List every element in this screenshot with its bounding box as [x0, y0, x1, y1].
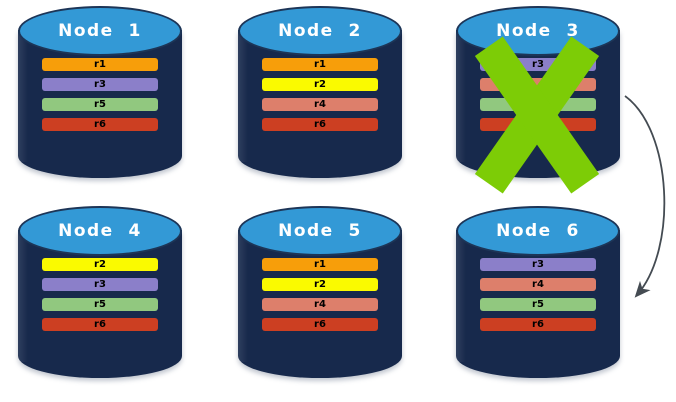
replica-bar[interactable]: r6 [42, 318, 158, 331]
cylinder-top-ellipse [18, 6, 182, 56]
node-title: Node 6 [496, 221, 580, 241]
cylinder-top-ellipse [18, 206, 182, 256]
replica-bar[interactable]: r2 [42, 258, 158, 271]
cylinder-top-ellipse [456, 206, 620, 256]
cylinder-top-ellipse [238, 6, 402, 56]
replica-bar[interactable]: r3 [42, 278, 158, 291]
replica-bar[interactable]: r6 [42, 118, 158, 131]
node-title: Node 3 [496, 21, 580, 41]
replica-bar[interactable]: r1 [262, 58, 378, 71]
replica-bar[interactable]: r2 [262, 78, 378, 91]
node-title: Node 5 [278, 221, 362, 241]
replica-bar[interactable]: r3 [42, 78, 158, 91]
replica-bar[interactable]: r4 [480, 78, 596, 91]
replica-bar[interactable]: r6 [262, 118, 378, 131]
replica-bar[interactable]: r6 [480, 118, 596, 131]
replica-bar[interactable]: r1 [42, 58, 158, 71]
replica-list: r3 r4 r5 r6 [456, 58, 620, 131]
node-cylinder-4[interactable]: Node 4 r2 r3 r5 r6 [10, 206, 190, 386]
replica-bar[interactable]: r6 [262, 318, 378, 331]
replica-bar[interactable]: r5 [480, 98, 596, 111]
node-title: Node 4 [58, 221, 142, 241]
node-cylinder-6[interactable]: Node 6 r3 r4 r5 r6 [448, 206, 628, 386]
replica-bar[interactable]: r5 [480, 298, 596, 311]
node-title: Node 1 [58, 21, 142, 41]
replica-list: r1 r3 r5 r6 [18, 58, 182, 131]
replica-bar[interactable]: r1 [262, 258, 378, 271]
replica-bar[interactable]: r6 [480, 318, 596, 331]
replica-list: r2 r3 r5 r6 [18, 258, 182, 331]
node-title: Node 2 [278, 21, 362, 41]
node-cylinder-5[interactable]: Node 5 r1 r2 r4 r6 [230, 206, 410, 386]
node-cylinder-1[interactable]: Node 1 r1 r3 r5 r6 [10, 6, 190, 186]
replica-bar[interactable]: r2 [262, 278, 378, 291]
replica-bar[interactable]: r3 [480, 258, 596, 271]
node-cylinder-3[interactable]: Node 3 r3 r4 r5 r6 [448, 6, 628, 194]
replica-bar[interactable]: r4 [480, 278, 596, 291]
replica-bar[interactable]: r5 [42, 98, 158, 111]
node-cylinder-2[interactable]: Node 2 r1 r2 r4 r6 [230, 6, 410, 186]
replica-bar[interactable]: r4 [262, 298, 378, 311]
replica-list: r1 r2 r4 r6 [238, 258, 402, 331]
cylinder-top-ellipse [238, 206, 402, 256]
replica-list: r3 r4 r5 r6 [456, 258, 620, 331]
replica-bar[interactable]: r3 [480, 58, 596, 71]
replica-list: r1 r2 r4 r6 [238, 58, 402, 131]
replica-bar[interactable]: r4 [262, 98, 378, 111]
replica-bar[interactable]: r5 [42, 298, 158, 311]
